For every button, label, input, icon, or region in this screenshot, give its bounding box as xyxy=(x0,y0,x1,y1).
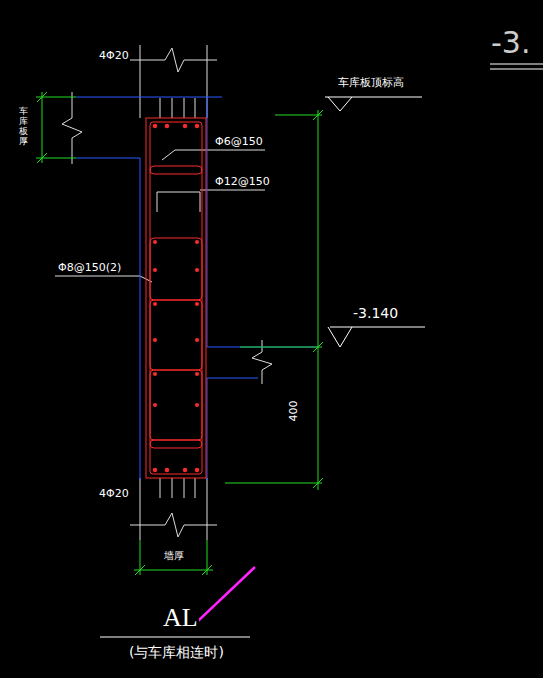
rebar-note: 4Φ20 xyxy=(98,50,130,62)
rebar-note: Φ6@150 xyxy=(214,136,264,148)
dimension-value: 400 xyxy=(288,400,300,423)
concrete-outline xyxy=(76,97,318,480)
rebar-dots xyxy=(153,124,199,472)
elevation-marks xyxy=(100,64,543,637)
section-title: AL xyxy=(162,604,199,633)
rebar-note: 4Φ20 xyxy=(98,488,130,500)
wall-lines xyxy=(55,45,272,540)
rebar-note: Φ12@150 xyxy=(214,176,271,188)
dimension-lines xyxy=(36,92,323,575)
elevation-label: 车库板顶标高 xyxy=(337,77,405,89)
elevation-value: -3.140 xyxy=(352,306,399,321)
beam-reinforcement xyxy=(146,118,206,478)
dimension-label: 墙厚 xyxy=(163,550,185,561)
section-caption: (与车库相连时) xyxy=(128,645,225,660)
thickness-label: 车库板厚 xyxy=(19,106,28,148)
rebar-note: Φ8@150(2) xyxy=(57,262,122,274)
section-mark: -3. xyxy=(490,26,531,59)
